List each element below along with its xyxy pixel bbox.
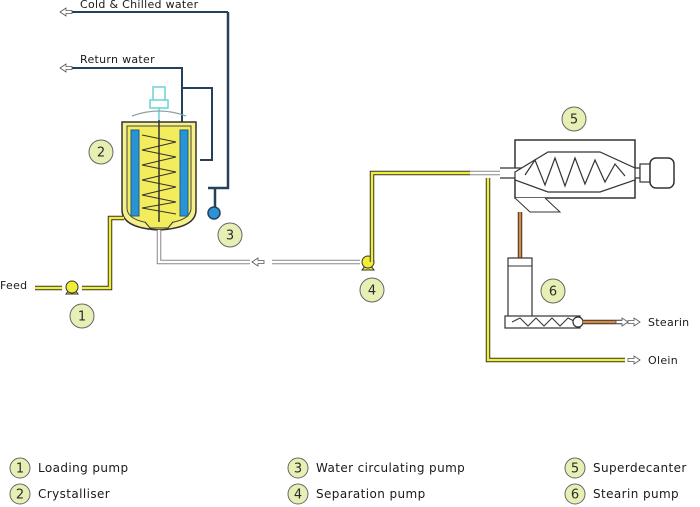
legend-item: 5 Superdecanter [564,457,687,479]
svg-text:2: 2 [97,146,105,161]
stearin-label: Stearin [648,316,689,329]
svg-text:Separation pump: Separation pump [316,487,426,501]
cold-water-line [72,11,230,208]
svg-text:3: 3 [226,229,234,244]
svg-text:6: 6 [549,285,557,300]
svg-text:6: 6 [571,488,579,503]
svg-text:4: 4 [294,488,302,503]
crystalliser-vessel [121,86,197,231]
svg-text:Water circulating pump: Water circulating pump [316,461,465,475]
marker-2: 2 [88,139,114,165]
loading-pump-icon [65,280,79,295]
return-water-arrow-icon [59,63,73,73]
olein-arrow-icon [627,355,641,365]
legend-item: 4 Separation pump [287,483,426,505]
svg-text:Loading pump: Loading pump [38,461,129,475]
marker-1: 1 [69,303,95,329]
legend-item: 3 Water circulating pump [287,457,465,479]
marker-6: 6 [540,278,566,304]
svg-text:Crystalliser: Crystalliser [38,487,110,501]
svg-text:4: 4 [368,284,376,299]
olein-label: Olein [648,354,678,367]
olein-outlet-line [485,178,625,363]
cold-water-arrow-icon [59,7,73,17]
decanter-feed-line [369,170,500,262]
marker-4: 4 [359,277,385,303]
feed-label: Feed [0,279,27,292]
feed-line [35,215,124,291]
cold-water-label: Cold & Chilled water [80,0,199,11]
water-circulating-pump-icon [207,206,221,220]
stearin-pump [504,257,584,329]
svg-text:1: 1 [78,310,86,325]
legend-item: 6 Stearin pump [564,483,679,505]
superdecanter [500,139,675,213]
svg-text:5: 5 [571,462,579,477]
return-water-line [72,67,213,161]
marker-5: 5 [561,106,587,132]
marker-3: 3 [217,222,243,248]
svg-text:1: 1 [16,462,24,477]
svg-text:2: 2 [16,488,24,503]
svg-text:5: 5 [570,113,578,128]
legend-item: 2 Crystalliser [9,483,110,505]
stearin-arrow-icon [627,317,641,327]
legend: 1 Loading pump 2 Crystalliser 3 Water ci… [9,457,687,505]
svg-text:Superdecanter: Superdecanter [593,461,687,475]
legend-item: 1 Loading pump [9,457,129,479]
return-water-label: Return water [80,53,155,66]
crystalliser-outlet-line [156,230,360,267]
svg-text:3: 3 [294,462,302,477]
svg-text:Stearin pump: Stearin pump [593,487,679,501]
stearin-outlet-line [583,317,629,327]
